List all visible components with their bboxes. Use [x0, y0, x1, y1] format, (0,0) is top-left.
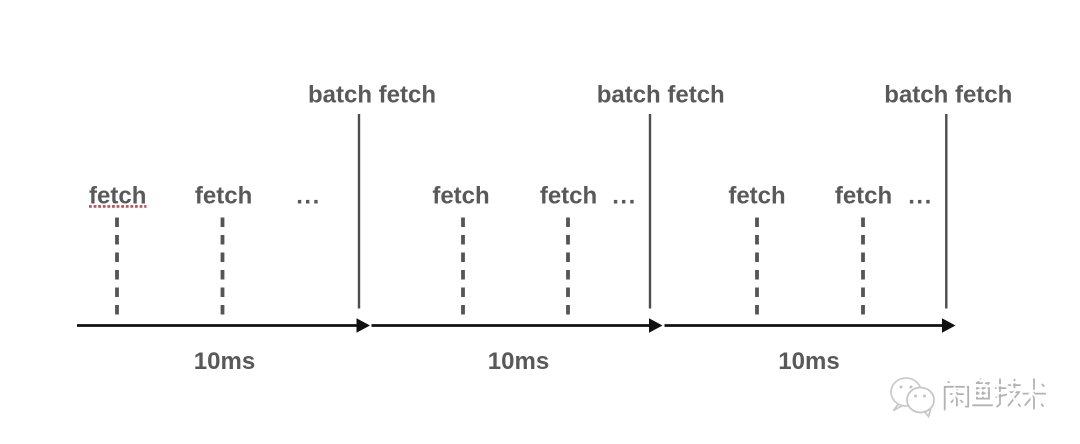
svg-text:fetch: fetch [89, 183, 146, 210]
svg-text:10ms: 10ms [488, 348, 549, 375]
svg-text:batch fetch: batch fetch [597, 82, 725, 109]
svg-text:batch fetch: batch fetch [308, 82, 436, 109]
svg-text:fetch: fetch [835, 183, 892, 210]
svg-text:batch fetch: batch fetch [884, 82, 1012, 109]
svg-text:10ms: 10ms [194, 348, 255, 375]
svg-text:fetch: fetch [728, 183, 785, 210]
svg-text:fetch: fetch [195, 183, 252, 210]
svg-text:...: ... [612, 183, 637, 210]
svg-text:fetch: fetch [432, 183, 489, 210]
svg-text:...: ... [908, 183, 933, 210]
svg-text:...: ... [296, 183, 321, 210]
svg-text:10ms: 10ms [778, 348, 839, 375]
svg-text:fetch: fetch [540, 183, 597, 210]
